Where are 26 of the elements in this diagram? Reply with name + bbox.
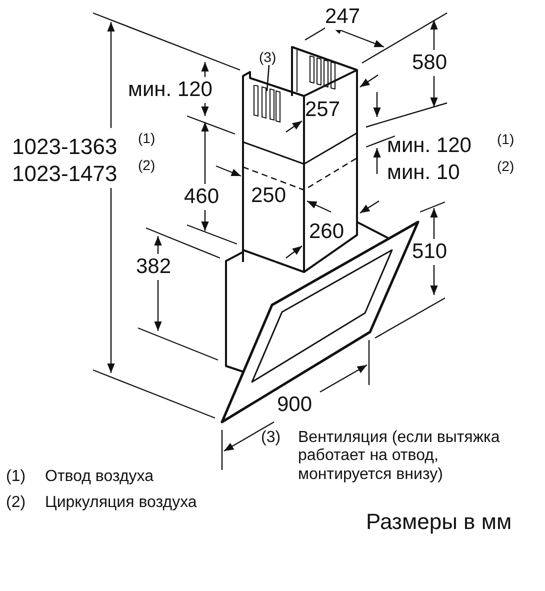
dimension-label: 250	[251, 184, 286, 208]
dimension-label: 257	[305, 98, 340, 122]
dimension-label: (3)	[261, 429, 281, 448]
dimension-label: (2)	[6, 494, 26, 512]
dimension-label: Циркуляция воздуха	[45, 494, 197, 512]
dimension-label: 1023-1473	[12, 161, 118, 186]
callout-number: (3)	[259, 49, 276, 65]
dimension-label: (1)	[138, 130, 156, 146]
dimension-label: 460	[184, 184, 220, 210]
dimension-label: мин. 120	[128, 77, 212, 104]
dimension-label: 260	[309, 220, 344, 244]
leader-line	[266, 64, 270, 92]
dimension-label: (1)	[6, 468, 26, 486]
dimension-label: Размеры в мм	[366, 509, 512, 534]
dimension-label: 510	[412, 239, 448, 266]
dimension-label: мин. 10	[387, 161, 460, 186]
legend-note: Вентиляция (если вытяжка работает на отвод, монтируется внизу)	[298, 429, 501, 484]
dimension-label: 382	[136, 254, 172, 280]
dimension-label: (2)	[138, 157, 156, 174]
dimension-label: (2)	[497, 158, 514, 174]
dimension-label: 580	[412, 50, 448, 76]
dimension-label: Отвод воздуха	[45, 468, 154, 486]
dimension-label: 900	[277, 393, 312, 418]
dimension-label: 1023-1363	[12, 134, 118, 160]
dimension-label: (1)	[497, 131, 514, 148]
dimension-label: мин. 120	[387, 134, 472, 158]
